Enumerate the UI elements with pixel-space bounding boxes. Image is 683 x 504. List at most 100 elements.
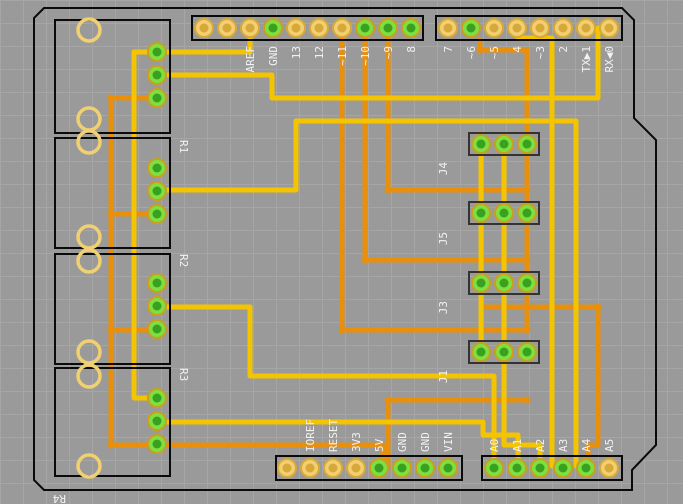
header-pin-label: ~10: [359, 46, 372, 66]
board-outline: [33, 7, 657, 491]
header-pad: [484, 18, 504, 38]
header-pin-label: GND: [419, 432, 432, 452]
header-pin-label: A1: [511, 439, 524, 452]
header-pin-label: 3V3: [350, 432, 363, 452]
resistor-pad: [147, 296, 167, 316]
header-pad: [332, 18, 352, 38]
header-pin-label: GND: [396, 432, 409, 452]
header-pin-label: A2: [534, 439, 547, 452]
header-pad: [576, 458, 596, 478]
header-pad: [438, 458, 458, 478]
header-pin-label: ~9: [382, 46, 395, 59]
header-pad: [194, 18, 214, 38]
header-pin-label: A4: [580, 438, 593, 452]
header-pin-label: 4: [511, 46, 524, 53]
jumper-pad: [494, 203, 514, 223]
header-pad: [484, 458, 504, 478]
header-pad: [392, 458, 412, 478]
resistor-pad: [147, 204, 167, 224]
header-pad: [461, 18, 481, 38]
jumper-pad: [517, 134, 537, 154]
jumper-pad: [494, 134, 514, 154]
header-pad: [553, 458, 573, 478]
jumper-outline: [468, 201, 540, 225]
header-pad: [507, 458, 527, 478]
header-pin-label: TX▶1: [580, 46, 593, 73]
resistor-pad: [147, 388, 167, 408]
header-pad: [323, 458, 343, 478]
header-pin-label: ~11: [336, 46, 349, 66]
header-pad: [401, 18, 421, 38]
resistor-label: R1: [177, 140, 190, 153]
header-pin-label: IOREF: [304, 419, 317, 452]
jumper-label: J3: [437, 301, 450, 314]
header-pin-label: 7: [442, 46, 455, 53]
header-pin-label: A0: [488, 439, 501, 452]
jumper-outline: [468, 132, 540, 156]
jumper-pad: [494, 273, 514, 293]
pads-layer: [147, 18, 619, 478]
jumper-pad: [517, 273, 537, 293]
header-pin-label: ~5: [488, 46, 501, 59]
header-pad: [300, 458, 320, 478]
header-pad: [438, 18, 458, 38]
header-pin-label: ~6: [465, 46, 478, 59]
header-pad: [599, 18, 619, 38]
resistor-pad: [147, 181, 167, 201]
resistor-pad: [147, 42, 167, 62]
header-pad: [378, 18, 398, 38]
resistor-pad: [147, 88, 167, 108]
jumper-label: J1: [437, 370, 450, 383]
jumper-pad: [494, 342, 514, 362]
header-pad: [277, 458, 297, 478]
header-pad: [530, 18, 550, 38]
header-pad: [369, 458, 389, 478]
header-pin-label: 13: [290, 46, 303, 59]
resistor-label: R3: [177, 368, 190, 381]
header-pad: [599, 458, 619, 478]
header-pin-label: A3: [557, 439, 570, 452]
jumper-label: J4: [437, 162, 450, 176]
resistor-pad: [147, 65, 167, 85]
resistor-pad: [147, 273, 167, 293]
header-pin-label: GND: [267, 46, 280, 66]
resistor-pad: [147, 158, 167, 178]
header-pin-label: 12: [313, 46, 326, 59]
header-pin-label: RESET: [327, 419, 340, 452]
resistor-pad: [147, 434, 167, 454]
header-pad: [217, 18, 237, 38]
header-pad: [530, 458, 550, 478]
header-pad: [507, 18, 527, 38]
header-pad: [346, 458, 366, 478]
resistor-pad: [147, 319, 167, 339]
header-pad: [286, 18, 306, 38]
component-outlines: [54, 15, 623, 481]
header-pad: [576, 18, 596, 38]
header-pin-label: VIN: [442, 432, 455, 452]
mounting-holes: [76, 17, 102, 479]
header-pad: [263, 18, 283, 38]
resistor-label: R2: [177, 254, 190, 267]
jumper-pad: [471, 203, 491, 223]
header-pad: [553, 18, 573, 38]
jumper-outline: [468, 271, 540, 295]
resistor-pad: [147, 411, 167, 431]
vias: [107, 46, 602, 449]
header-pin-label: 5V: [373, 438, 386, 452]
header-pad: [415, 458, 435, 478]
header-pin-label: AREF: [244, 46, 257, 73]
header-pad: [240, 18, 260, 38]
jumper-pad: [517, 203, 537, 223]
header-pin-label: 8: [405, 46, 418, 53]
jumper-pad: [517, 342, 537, 362]
jumper-outline: [468, 340, 540, 364]
header-pin-label: 2: [557, 46, 570, 53]
jumper-label: J5: [437, 232, 450, 245]
jumper-pad: [471, 342, 491, 362]
resistor-label: R4: [52, 492, 66, 504]
jumper-pad: [471, 134, 491, 154]
header-pin-label: A5: [603, 439, 616, 452]
header-pin-label: RX◀0: [603, 46, 616, 73]
